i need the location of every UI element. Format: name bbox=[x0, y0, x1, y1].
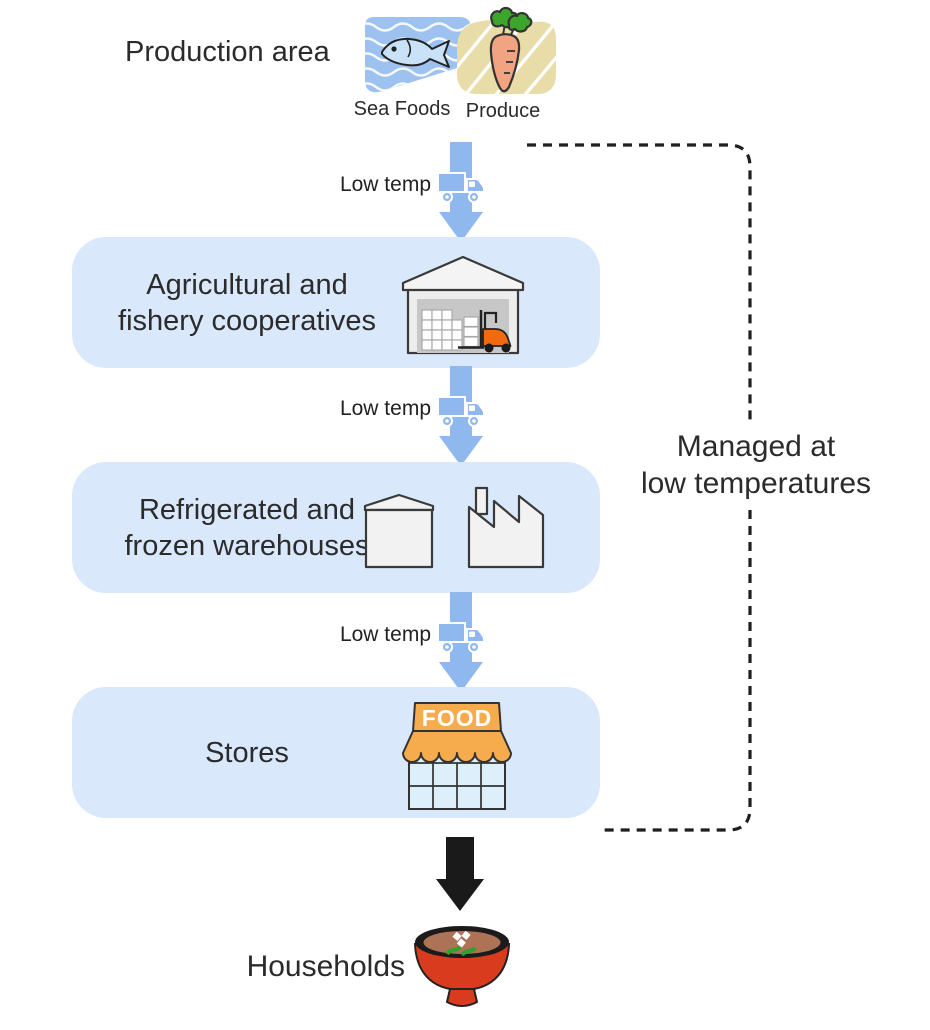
production-area-label: Production area bbox=[125, 36, 330, 68]
transport-stage-3: Low temp bbox=[323, 592, 493, 697]
truck-icon bbox=[436, 168, 486, 206]
truck-icon bbox=[436, 392, 486, 430]
carrot-produce-icon bbox=[457, 6, 556, 94]
warehouse-factory-icon bbox=[363, 486, 545, 569]
storefront-icon: FOOD bbox=[402, 702, 512, 810]
low-temp-label: Low temp bbox=[339, 623, 431, 646]
sea-foods-caption: Sea Foods bbox=[353, 98, 451, 120]
managed-low-temp-note: Managed at low temperatures bbox=[640, 430, 872, 500]
store-sign-text: FOOD bbox=[422, 705, 492, 731]
transport-stage-2: Low temp bbox=[323, 366, 493, 471]
stage-label: Refrigerated and frozen warehouses bbox=[124, 493, 370, 562]
produce-caption: Produce bbox=[465, 100, 541, 122]
stage-label: Stores bbox=[205, 736, 289, 769]
stage-box-cooperatives: Agricultural and fishery cooperatives bbox=[72, 237, 600, 368]
final-down-arrow-icon bbox=[436, 837, 484, 911]
households-label: Households bbox=[246, 950, 405, 983]
stage-box-warehouses: Refrigerated and frozen warehouses bbox=[72, 462, 600, 593]
truck-icon bbox=[436, 618, 486, 656]
warehouse-forklift-icon bbox=[401, 255, 525, 355]
low-temp-label: Low temp bbox=[339, 173, 431, 196]
soup-bowl-icon bbox=[413, 926, 511, 1007]
stage-label: Agricultural and fishery cooperatives bbox=[118, 268, 376, 337]
transport-stage-1: Low temp bbox=[323, 142, 493, 247]
low-temp-label: Low temp bbox=[339, 397, 431, 420]
stage-box-stores: Stores FOOD bbox=[72, 687, 600, 818]
